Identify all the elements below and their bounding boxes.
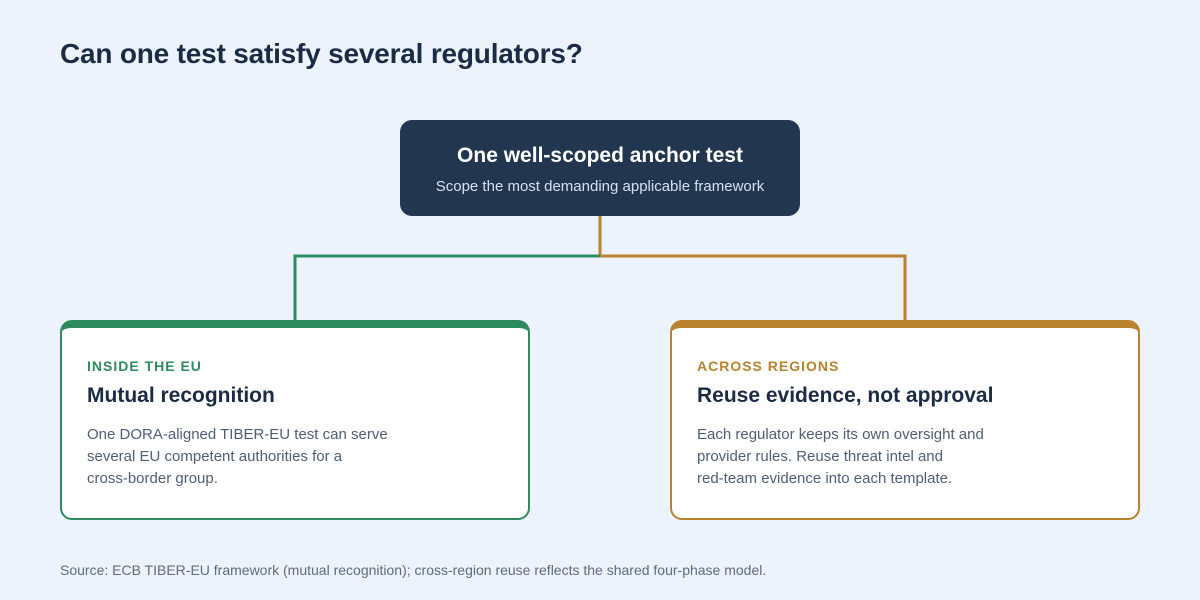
card-body-line: Each regulator keeps its own oversight a… — [697, 426, 984, 443]
card-body-line: One DORA-aligned TIBER-EU test can serve — [87, 426, 388, 443]
card-body-line: cross-border group. — [87, 470, 218, 487]
card-heading: Reuse evidence, not approval — [697, 384, 994, 407]
across-regions-card: ACROSS REGIONS Reuse evidence, not appro… — [670, 320, 1140, 520]
card-body-line: provider rules. Reuse threat intel and — [697, 448, 943, 465]
source-note: Source: ECB TIBER-EU framework (mutual r… — [60, 562, 767, 578]
card-heading: Mutual recognition — [87, 384, 275, 407]
inside-eu-card: INSIDE THE EU Mutual recognition One DOR… — [60, 320, 530, 520]
card-body-line: red-team evidence into each template. — [697, 470, 953, 487]
anchor-test-box: One well-scoped anchor test Scope the mo… — [400, 120, 800, 216]
page-title: Can one test satisfy several regulators? — [60, 38, 583, 69]
card-body-line: several EU competent authorities for a — [87, 448, 343, 465]
card-eyebrow: ACROSS REGIONS — [697, 358, 840, 374]
connector-right — [600, 254, 907, 322]
connector-left — [293, 254, 600, 322]
card-body: Each regulator keeps its own oversight a… — [697, 424, 1097, 490]
anchor-subtitle: Scope the most demanding applicable fram… — [435, 178, 765, 195]
card-eyebrow: INSIDE THE EU — [87, 358, 202, 374]
anchor-title: One well-scoped anchor test — [457, 144, 743, 167]
card-body: One DORA-aligned TIBER-EU test can serve… — [87, 424, 487, 490]
